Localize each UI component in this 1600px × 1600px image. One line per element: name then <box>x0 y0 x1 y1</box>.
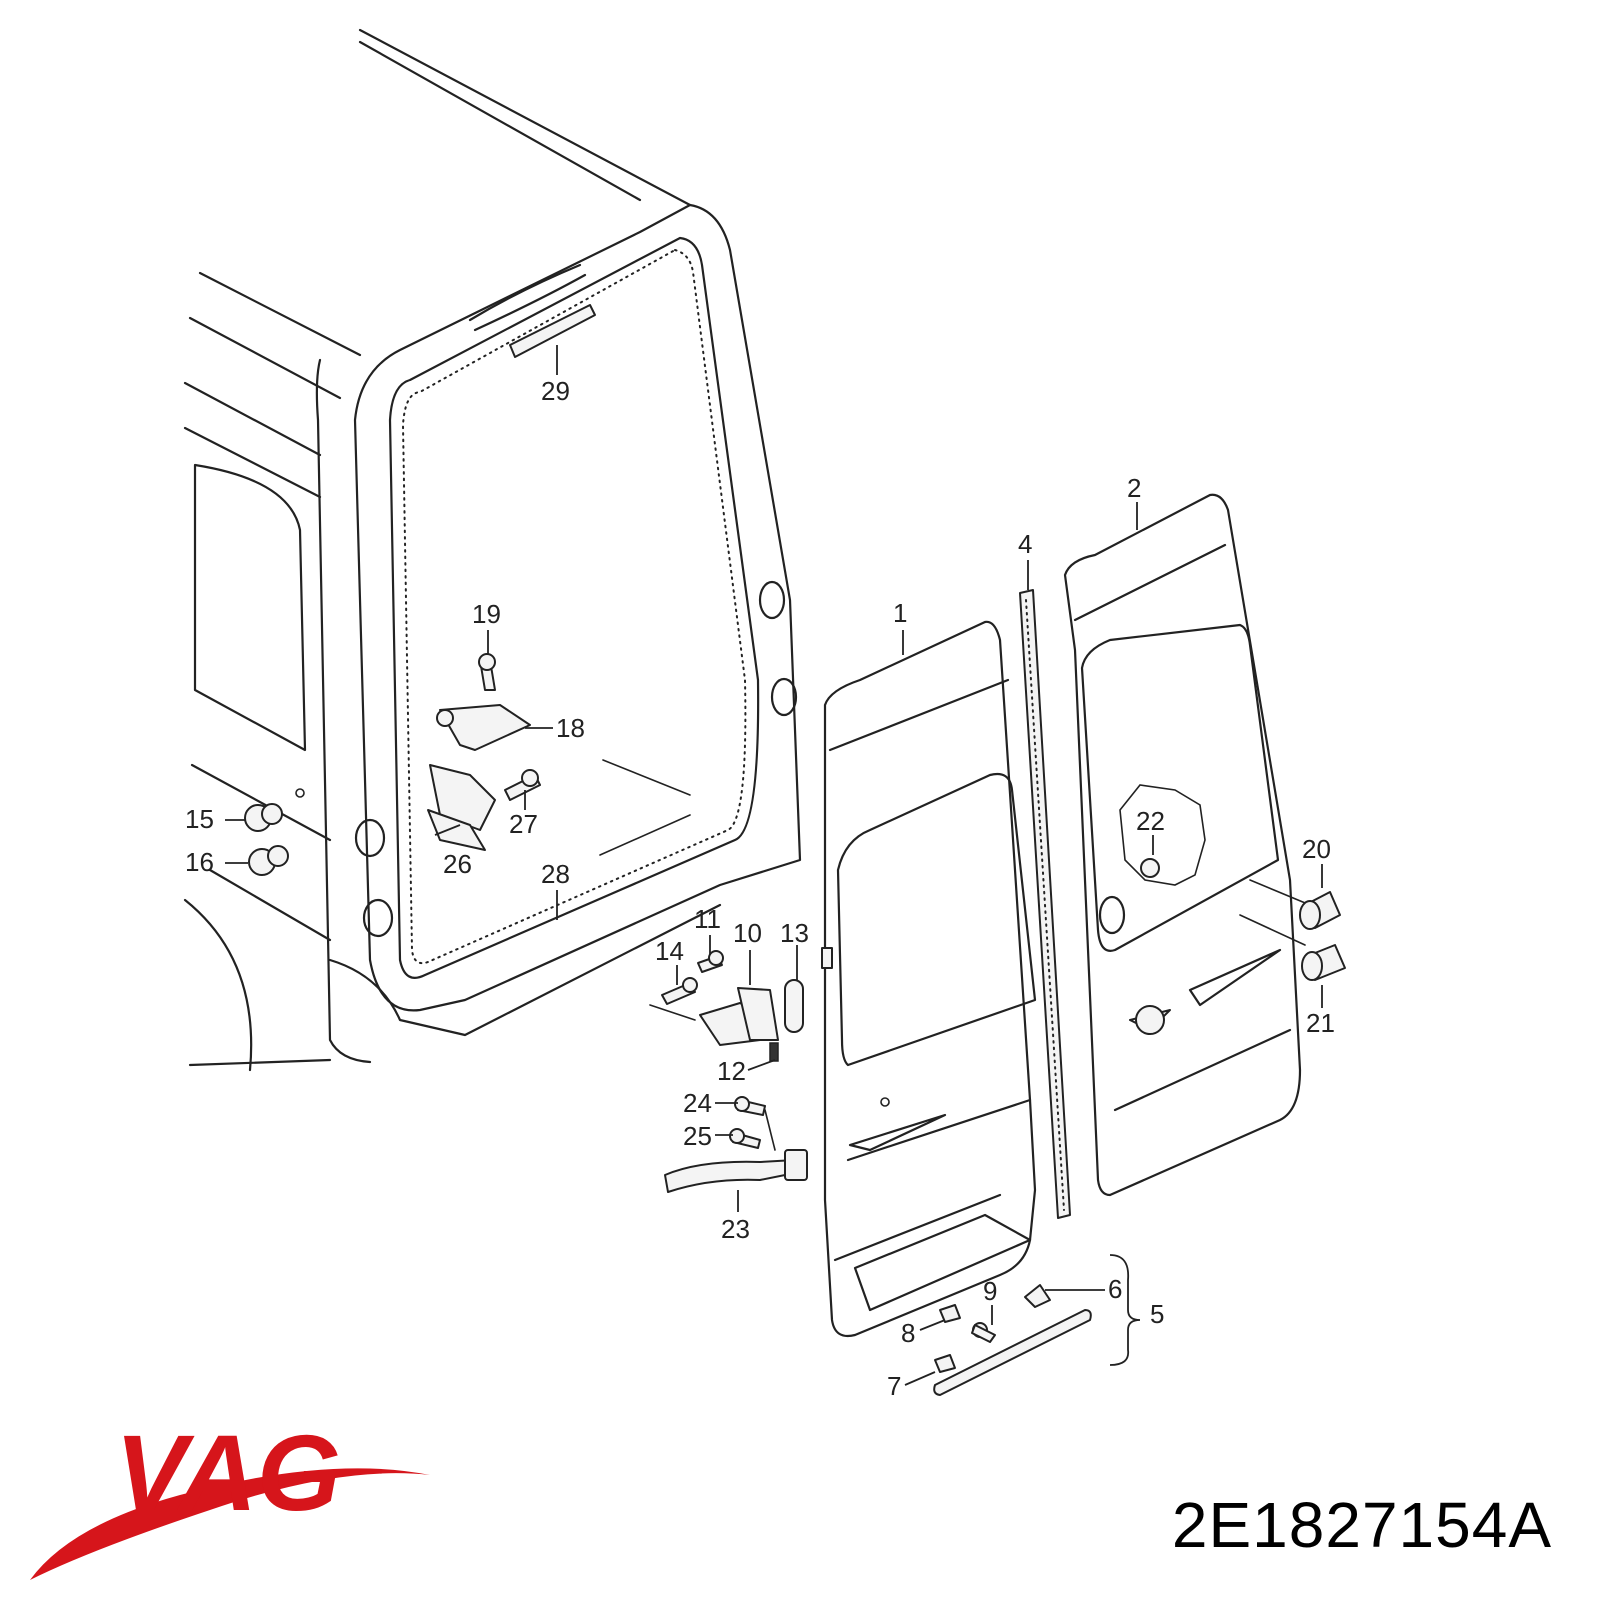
callout-12: 12 <box>717 1056 746 1086</box>
callout-29: 29 <box>541 376 570 406</box>
callout-25: 25 <box>683 1121 712 1151</box>
callout-labels: 1 2 4 5 6 7 8 9 10 11 12 13 14 15 16 18 … <box>185 345 1335 1401</box>
callout-20: 20 <box>1302 834 1331 864</box>
callout-10: 10 <box>733 918 762 948</box>
door-handle-assembly <box>933 1284 1092 1396</box>
callout-1: 1 <box>893 598 907 628</box>
left-rear-door <box>821 620 1037 1338</box>
callout-8: 8 <box>901 1318 915 1348</box>
callout-21: 21 <box>1306 1008 1335 1038</box>
logo-text: VAG <box>115 1415 341 1533</box>
callout-4: 4 <box>1018 529 1032 559</box>
callout-13: 13 <box>780 918 809 948</box>
callout-5: 5 <box>1150 1299 1164 1329</box>
logo-swoosh <box>30 1468 430 1580</box>
part-4-door-seal <box>1019 589 1071 1219</box>
callout-16: 16 <box>185 847 214 877</box>
right-rear-door <box>1063 493 1302 1197</box>
callout-11: 11 <box>694 904 721 934</box>
door-check-strap <box>664 1096 808 1193</box>
callout-28: 28 <box>541 859 570 889</box>
vag-logo: VAG <box>30 1415 430 1580</box>
part-29-roof-seal-strip <box>509 304 596 358</box>
door-bumper-stops <box>1239 879 1346 981</box>
callout-26: 26 <box>443 849 472 879</box>
callout-2: 2 <box>1127 473 1141 503</box>
callout-14: 14 <box>655 936 684 966</box>
van-body <box>183 28 802 1072</box>
callout-6: 6 <box>1108 1274 1122 1304</box>
callout-22: 22 <box>1136 806 1165 836</box>
callout-27: 27 <box>509 809 538 839</box>
part-number: 2E1827154A <box>1171 1489 1552 1561</box>
callout-7: 7 <box>887 1371 901 1401</box>
upper-hinge-assembly <box>427 653 541 851</box>
callout-19: 19 <box>472 599 501 629</box>
callout-23: 23 <box>721 1214 750 1244</box>
callout-24: 24 <box>683 1088 712 1118</box>
callout-15: 15 <box>185 804 214 834</box>
callout-18: 18 <box>556 713 585 743</box>
door-hinge-assembly <box>649 950 804 1062</box>
body-bumper-stops <box>244 803 289 876</box>
callout-9: 9 <box>983 1276 997 1306</box>
